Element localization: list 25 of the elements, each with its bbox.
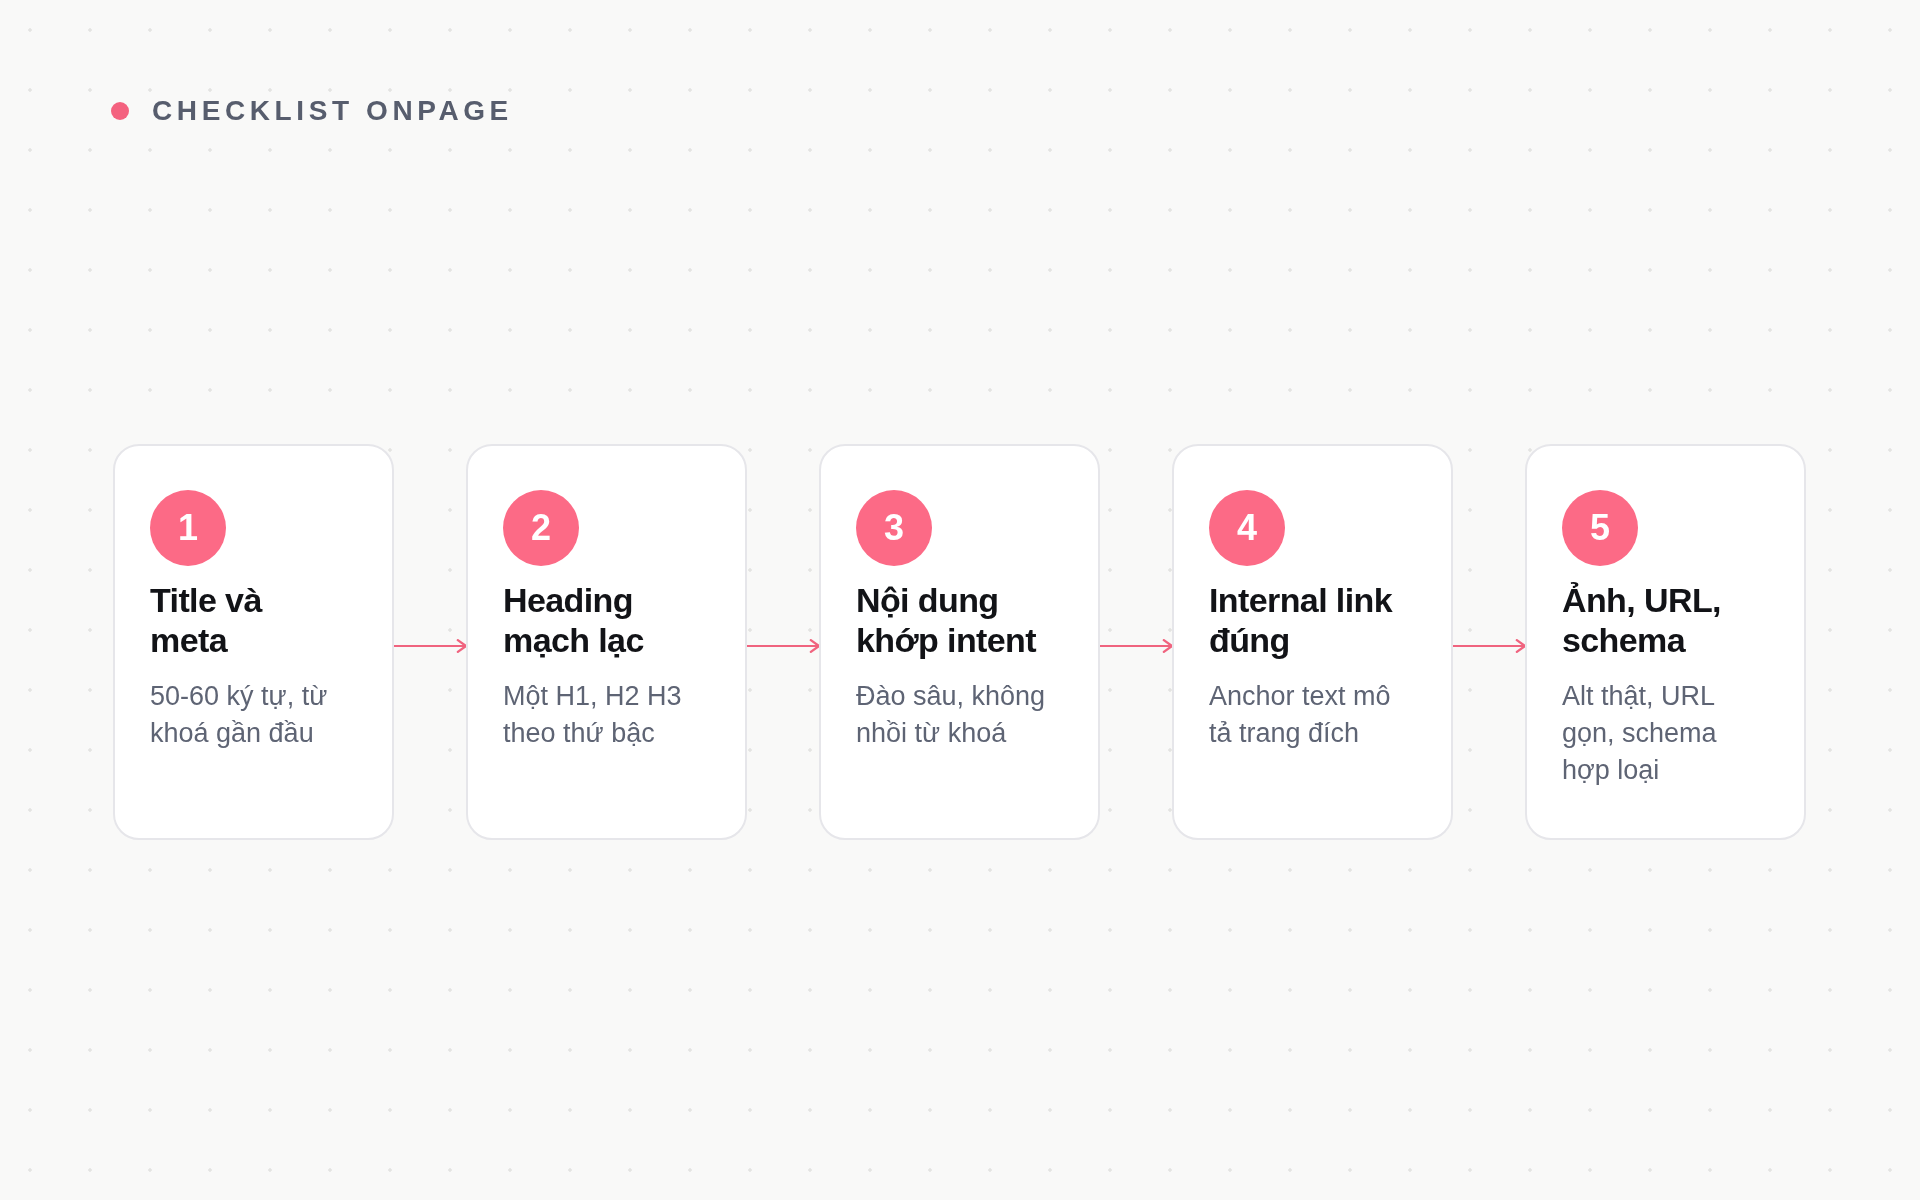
step-number: 2 bbox=[503, 490, 579, 566]
step-title: Heading mạch lạc bbox=[503, 580, 645, 660]
step-card bbox=[466, 444, 747, 840]
step-number: 3 bbox=[856, 490, 932, 566]
step-title: Title và meta bbox=[150, 580, 264, 660]
step-number: 1 bbox=[150, 490, 226, 566]
step-description: Anchor text mô tả trang đích bbox=[1209, 680, 1392, 750]
step-card bbox=[819, 444, 1100, 840]
page-title: CHECKLIST ONPAGE bbox=[152, 94, 513, 128]
step-number: 5 bbox=[1562, 490, 1638, 566]
arrow bbox=[746, 639, 821, 653]
step-card bbox=[1172, 444, 1453, 840]
arrow bbox=[393, 639, 468, 653]
step-description: 50-60 ký tự, từ khoá gần đầu bbox=[150, 680, 329, 750]
step-description: Alt thật, URL gọn, schema hợp loại bbox=[1562, 680, 1718, 787]
step-card bbox=[113, 444, 394, 840]
step-title: Internal link đúng bbox=[1209, 580, 1394, 660]
step-title: Nội dung khớp intent bbox=[856, 580, 1038, 660]
arrow bbox=[1099, 639, 1174, 653]
step-title: Ảnh, URL, schema bbox=[1562, 580, 1722, 660]
step-card bbox=[1525, 444, 1806, 840]
arrow bbox=[1452, 639, 1527, 653]
step-description: Một H1, H2 H3 theo thứ bậc bbox=[503, 680, 683, 750]
step-description: Đào sâu, không nhồi từ khoá bbox=[856, 680, 1047, 750]
step-number: 4 bbox=[1209, 490, 1285, 566]
